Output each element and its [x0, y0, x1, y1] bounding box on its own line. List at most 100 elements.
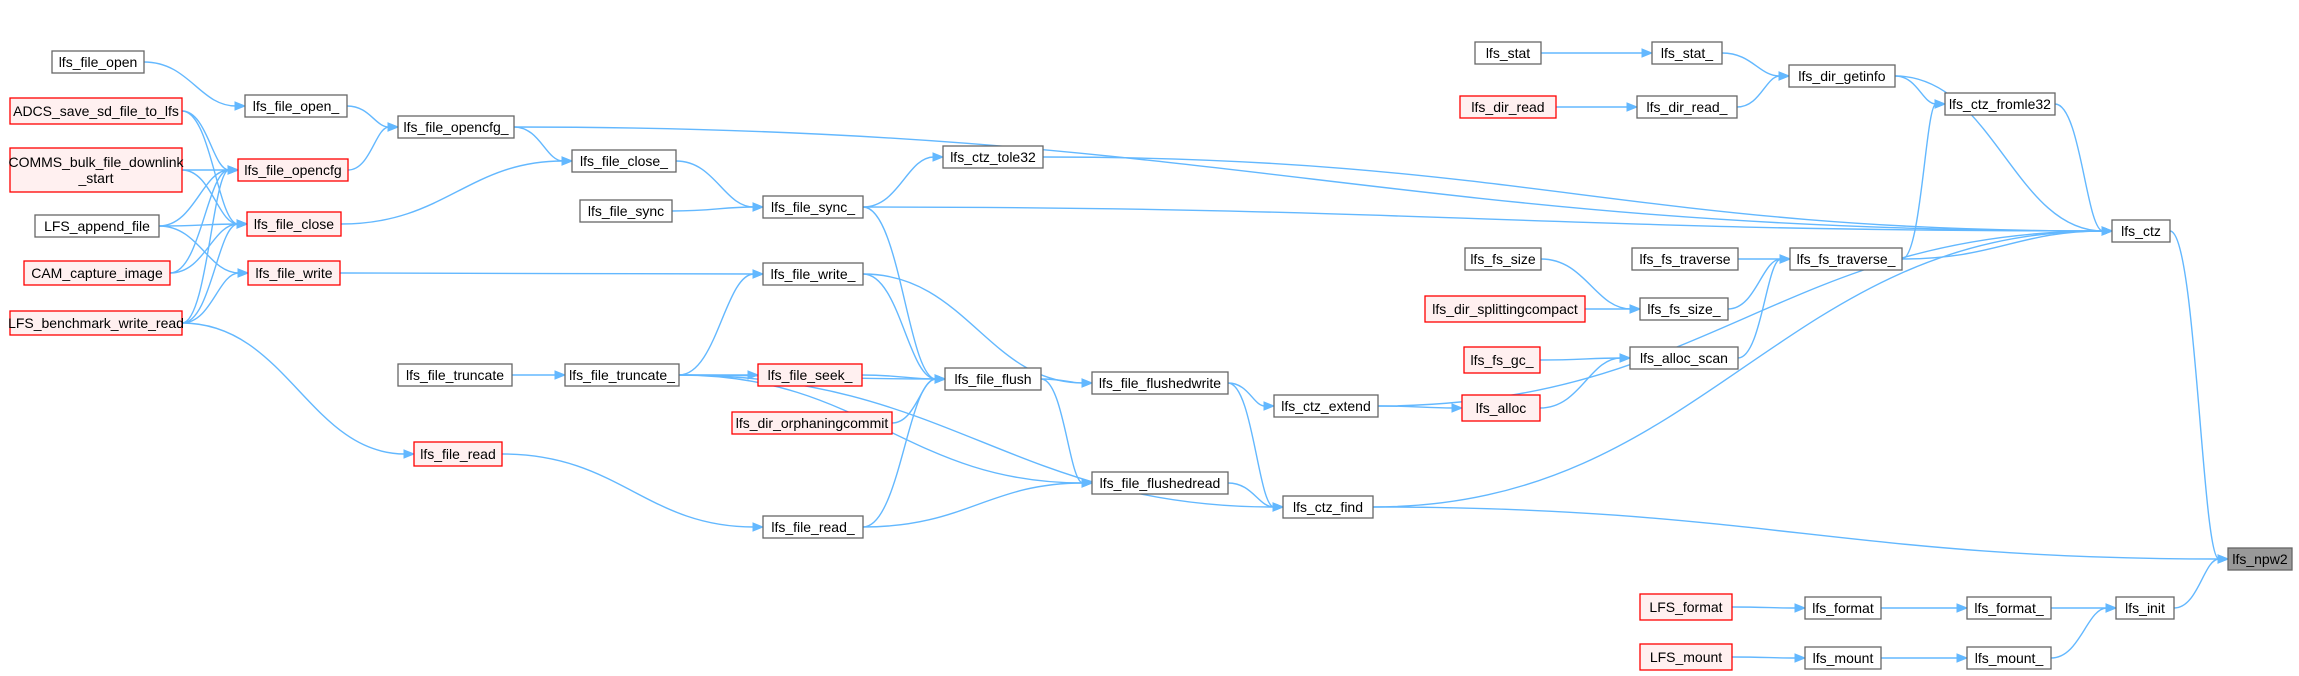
node-lfs-file-truncate-[interactable]: lfs_file_truncate_	[564, 363, 680, 387]
edge-arrowhead	[1779, 254, 1792, 264]
node-label: lfs_ctz_extend	[1281, 398, 1371, 414]
edge-lfs_file_close-to-lfs_file_close_	[340, 156, 574, 225]
edge-arrowhead	[554, 370, 567, 380]
node-lfs-file-read-[interactable]: lfs_file_read_	[762, 515, 864, 539]
edge-line	[1372, 230, 2104, 508]
node-lfs-dir-getinfo[interactable]: lfs_dir_getinfo	[1788, 64, 1896, 88]
edge-lfs_file_write_-to-lfs_file_flushedwrite	[862, 273, 1094, 388]
node-lfs-ctz-find[interactable]: lfs_ctz_find	[1282, 495, 1374, 519]
node-box	[1804, 596, 1882, 620]
edge-arrowhead	[561, 156, 574, 166]
node-lfs-mount-[interactable]: lfs_mount_	[1966, 646, 2052, 670]
node-lfs-benchmark[interactable]: LFS_benchmark_write_read	[8, 310, 184, 336]
node-lfs-dir-read-[interactable]: lfs_dir_read_	[1636, 95, 1738, 119]
node-box	[1639, 643, 1733, 671]
edge-line	[1737, 258, 1782, 359]
node-lfs-stat-[interactable]: lfs_stat_	[1651, 41, 1723, 65]
edge-arrowhead	[1956, 653, 1969, 663]
node-lfs-format[interactable]: LFS_format	[1639, 593, 1733, 621]
node-lfs-dir-read[interactable]: lfs_dir_read	[1459, 95, 1557, 119]
edge-lfs_dir_read-to-lfs_dir_read_	[1556, 102, 1639, 112]
node-box	[397, 115, 515, 139]
node-lfs-file-open[interactable]: lfs_file_open	[51, 50, 145, 74]
node-lfs-mount[interactable]: LFS_mount	[1639, 643, 1733, 671]
node-lfs-alloc[interactable]: lfs_alloc	[1461, 394, 1541, 422]
node-box	[51, 50, 145, 74]
node-lfs-init[interactable]: lfs_init	[2115, 596, 2175, 620]
node-label: lfs_format	[1812, 600, 1874, 616]
node-comms-bulk[interactable]: COMMS_bulk_file_downlink_start	[8, 147, 185, 193]
node-lfs-ctz-fromle32[interactable]: lfs_ctz_fromle32	[1944, 92, 2056, 116]
node-lfs-file-seek-[interactable]: lfs_file_seek_	[757, 363, 863, 387]
node-box	[1639, 297, 1729, 321]
node-lfs-stat[interactable]: lfs_stat	[1474, 41, 1542, 65]
node-lfs-format-[interactable]: lfs_format_	[1966, 596, 2052, 620]
node-lfs-file-read[interactable]: lfs_file_read	[413, 441, 503, 467]
node-lfs-fs-gc-[interactable]: lfs_fs_gc_	[1463, 346, 1541, 374]
node-lfs-dir-splittingcompact[interactable]: lfs_dir_splittingcompact	[1424, 295, 1586, 323]
node-label: lfs_mount_	[1975, 650, 2044, 666]
node-adcs-save[interactable]: ADCS_save_sd_file_to_lfs	[9, 97, 183, 125]
node-lfs-file-flushedread[interactable]: lfs_file_flushedread	[1091, 471, 1229, 495]
node-lfs-fs-traverse-[interactable]: lfs_fs_traverse_	[1789, 247, 1903, 271]
node-lfs-file-close-[interactable]: lfs_file_close_	[571, 149, 677, 173]
edge-lfs_file_write-to-lfs_file_write_	[339, 269, 765, 279]
node-lfs-fs-traverse[interactable]: lfs_fs_traverse	[1631, 247, 1739, 271]
node-lfs-append-file[interactable]: LFS_append_file	[34, 214, 160, 238]
node-lfs-file-close[interactable]: lfs_file_close	[246, 211, 342, 237]
node-label: lfs_file_opencfg	[244, 162, 341, 178]
node-box	[1629, 346, 1739, 370]
node-box	[1463, 346, 1541, 374]
node-label: lfs_fs_size	[1470, 251, 1536, 267]
node-lfs-file-open-[interactable]: lfs_file_open_	[244, 94, 348, 118]
node-lfs-file-sync-[interactable]: lfs_file_sync_	[762, 195, 864, 219]
edge-arrowhead	[1272, 502, 1285, 512]
node-lfs-file-flushedwrite[interactable]: lfs_file_flushedwrite	[1091, 371, 1229, 395]
node-lfs-dir-orphaningcommit[interactable]: lfs_dir_orphaningcommit	[731, 411, 893, 435]
edge-COMMS_bulk-to-lfs_file_close	[181, 169, 249, 229]
edge-line	[1539, 357, 1622, 409]
edge-ADCS_save-to-lfs_file_opencfg	[181, 110, 240, 175]
node-lfs-file-flush[interactable]: lfs_file_flush	[944, 367, 1042, 391]
edge-line	[1227, 482, 1275, 508]
edge-arrowhead	[1081, 378, 1094, 388]
node-lfs-ctz-tole32[interactable]: lfs_ctz_tole32	[942, 145, 1044, 169]
edge-LFS_benchmark-to-lfs_file_read	[181, 322, 416, 459]
edge-arrowhead	[934, 374, 947, 384]
node-lfs-fs-size-[interactable]: lfs_fs_size_	[1639, 297, 1729, 321]
node-label: lfs_dir_read	[1471, 99, 1544, 115]
node-box	[9, 310, 183, 336]
node-box	[942, 145, 1044, 169]
node-label: lfs_ctz_find	[1293, 499, 1363, 515]
node-lfs-mount[interactable]: lfs_mount	[1804, 646, 1882, 670]
node-lfs-file-sync[interactable]: lfs_file_sync	[579, 199, 673, 223]
node-cam-capture-image[interactable]: CAM_capture_image	[23, 260, 171, 286]
node-lfs-file-write-[interactable]: lfs_file_write_	[762, 262, 864, 286]
node-lfs-ctz[interactable]: lfs_ctz	[2111, 219, 2171, 243]
edge-lfs_ctz_find-to-lfs_npw2	[1372, 506, 2230, 564]
edge-line	[181, 169, 239, 225]
node-lfs-ctz-extend[interactable]: lfs_ctz_extend	[1273, 394, 1379, 418]
node-lfs-npw2[interactable]: lfs_npw2	[2227, 547, 2293, 571]
node-box	[1636, 95, 1738, 119]
node-lfs-alloc-scan[interactable]: lfs_alloc_scan	[1629, 346, 1739, 370]
edge-arrowhead	[1794, 653, 1807, 663]
node-lfs-fs-size[interactable]: lfs_fs_size	[1464, 247, 1542, 271]
node-label: lfs_file_write	[255, 265, 332, 281]
edge-line	[513, 126, 564, 162]
node-lfs-format[interactable]: lfs_format	[1804, 596, 1882, 620]
node-lfs-file-truncate[interactable]: lfs_file_truncate	[397, 363, 513, 387]
node-box	[1091, 471, 1229, 495]
edge-lfs_file_sync_-to-lfs_file_flush	[862, 206, 947, 384]
node-lfs-file-write[interactable]: lfs_file_write	[247, 260, 341, 286]
node-label: lfs_fs_size_	[1647, 301, 1720, 317]
node-lfs-file-opencfg-[interactable]: lfs_file_opencfg_	[397, 115, 515, 139]
node-lfs-file-opencfg[interactable]: lfs_file_opencfg	[237, 158, 349, 182]
edge-line	[513, 126, 2104, 232]
edge-LFS_benchmark-to-lfs_file_close	[181, 219, 249, 324]
node-box	[1474, 41, 1542, 65]
edge-line	[347, 126, 390, 171]
node-box	[1273, 394, 1379, 418]
edge-lfs_dir_getinfo-to-lfs_ctz	[1894, 75, 2114, 236]
